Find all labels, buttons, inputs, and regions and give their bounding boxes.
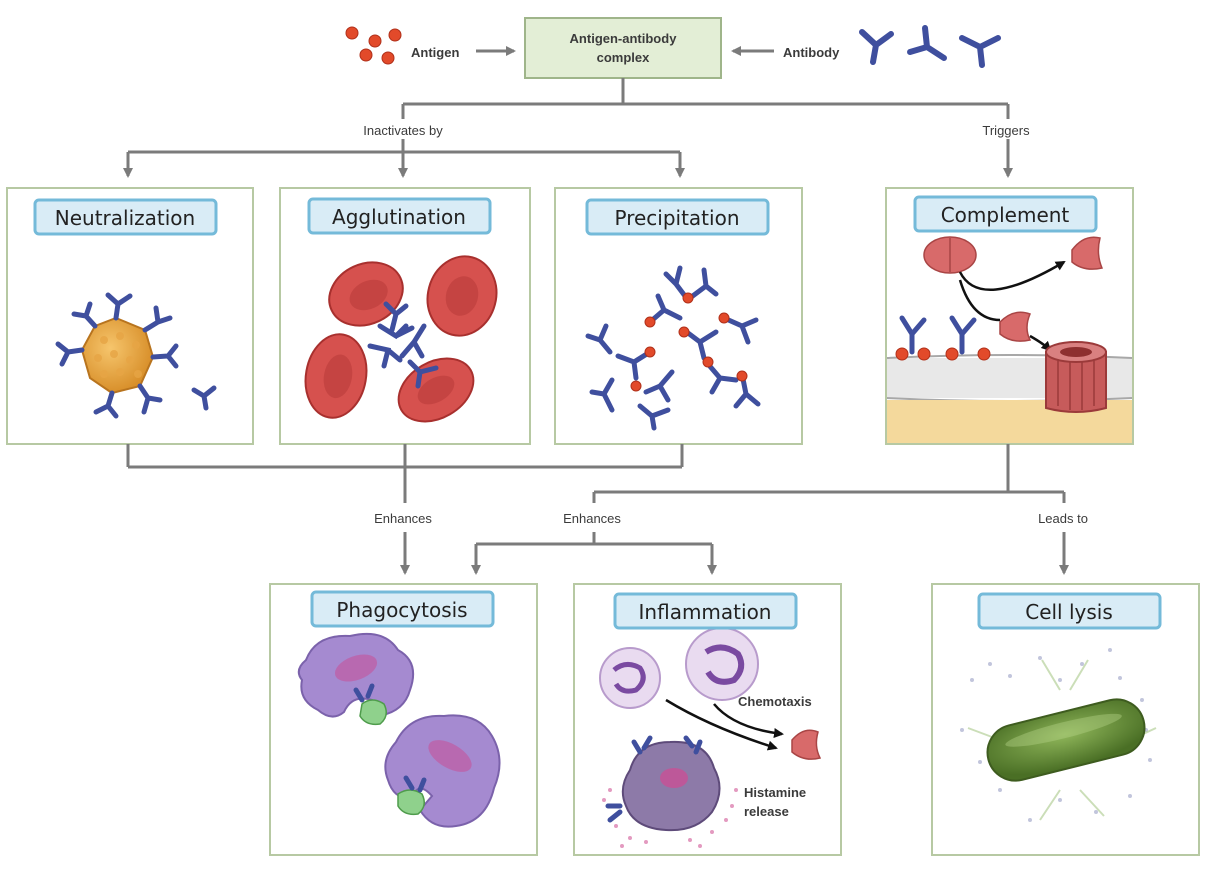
svg-text:Cell lysis: Cell lysis [1025, 600, 1113, 624]
svg-text:Inflammation: Inflammation [639, 600, 772, 624]
svg-text:Agglutination: Agglutination [332, 205, 466, 229]
cell-lysis-title: Cell lysis [977, 592, 1162, 630]
inactivates-by-label: Inactivates by [363, 123, 443, 138]
agglutinating-antibodies [367, 301, 439, 389]
red-blood-cell-icon [304, 255, 498, 423]
svg-text:Precipitation: Precipitation [614, 206, 739, 230]
antibody-label: Antibody [783, 45, 840, 60]
triggers-label: Triggers [982, 123, 1030, 138]
neutralization-title: Neutralization [33, 198, 218, 236]
inflammation-title: Inflammation [613, 592, 798, 630]
middle-connectors [126, 444, 1069, 575]
complement-fragment-icon [791, 729, 822, 760]
complement-protein-icon [923, 236, 1104, 342]
membrane-antibodies [895, 315, 991, 361]
neutralizing-antibodies [55, 292, 217, 419]
chemotaxis-label: Chemotaxis [738, 694, 812, 709]
antibody-icon [859, 25, 1001, 68]
mast-cell-icon [602, 735, 738, 848]
phagocytosis-title: Phagocytosis [310, 590, 495, 628]
antigen-dots-icon [345, 26, 402, 65]
membrane-pore-icon [1045, 341, 1107, 413]
complex-label-line2: complex [597, 50, 651, 65]
complement-title: Complement [913, 195, 1098, 233]
bacterium-icon [960, 648, 1157, 822]
virus-icon [80, 316, 155, 395]
chemotaxis-arrows [665, 698, 784, 751]
top-connectors [123, 78, 1013, 178]
svg-text:Complement: Complement [941, 203, 1070, 227]
enhances-left-label: Enhances [374, 511, 432, 526]
enhances-right-label: Enhances [563, 511, 621, 526]
antigen-antibody-complex-box [524, 17, 722, 79]
precipitation-antigens [630, 292, 748, 392]
leads-to-label: Leads to [1038, 511, 1088, 526]
phagocytosed-bacteria [353, 683, 427, 816]
svg-text:Neutralization: Neutralization [55, 206, 195, 230]
svg-text:Phagocytosis: Phagocytosis [336, 598, 467, 622]
complex-label-line1: Antigen-antibody [570, 31, 678, 46]
neutrophil-icon [599, 627, 759, 709]
precipitation-title: Precipitation [585, 198, 770, 236]
histamine-label-line1: Histamine [744, 785, 806, 800]
histamine-label-line2: release [744, 804, 789, 819]
phagocytosis-panel [269, 583, 538, 856]
agglutination-title: Agglutination [307, 197, 492, 235]
antigen-label: Antigen [411, 45, 459, 60]
phagocyte-icon [297, 632, 501, 828]
